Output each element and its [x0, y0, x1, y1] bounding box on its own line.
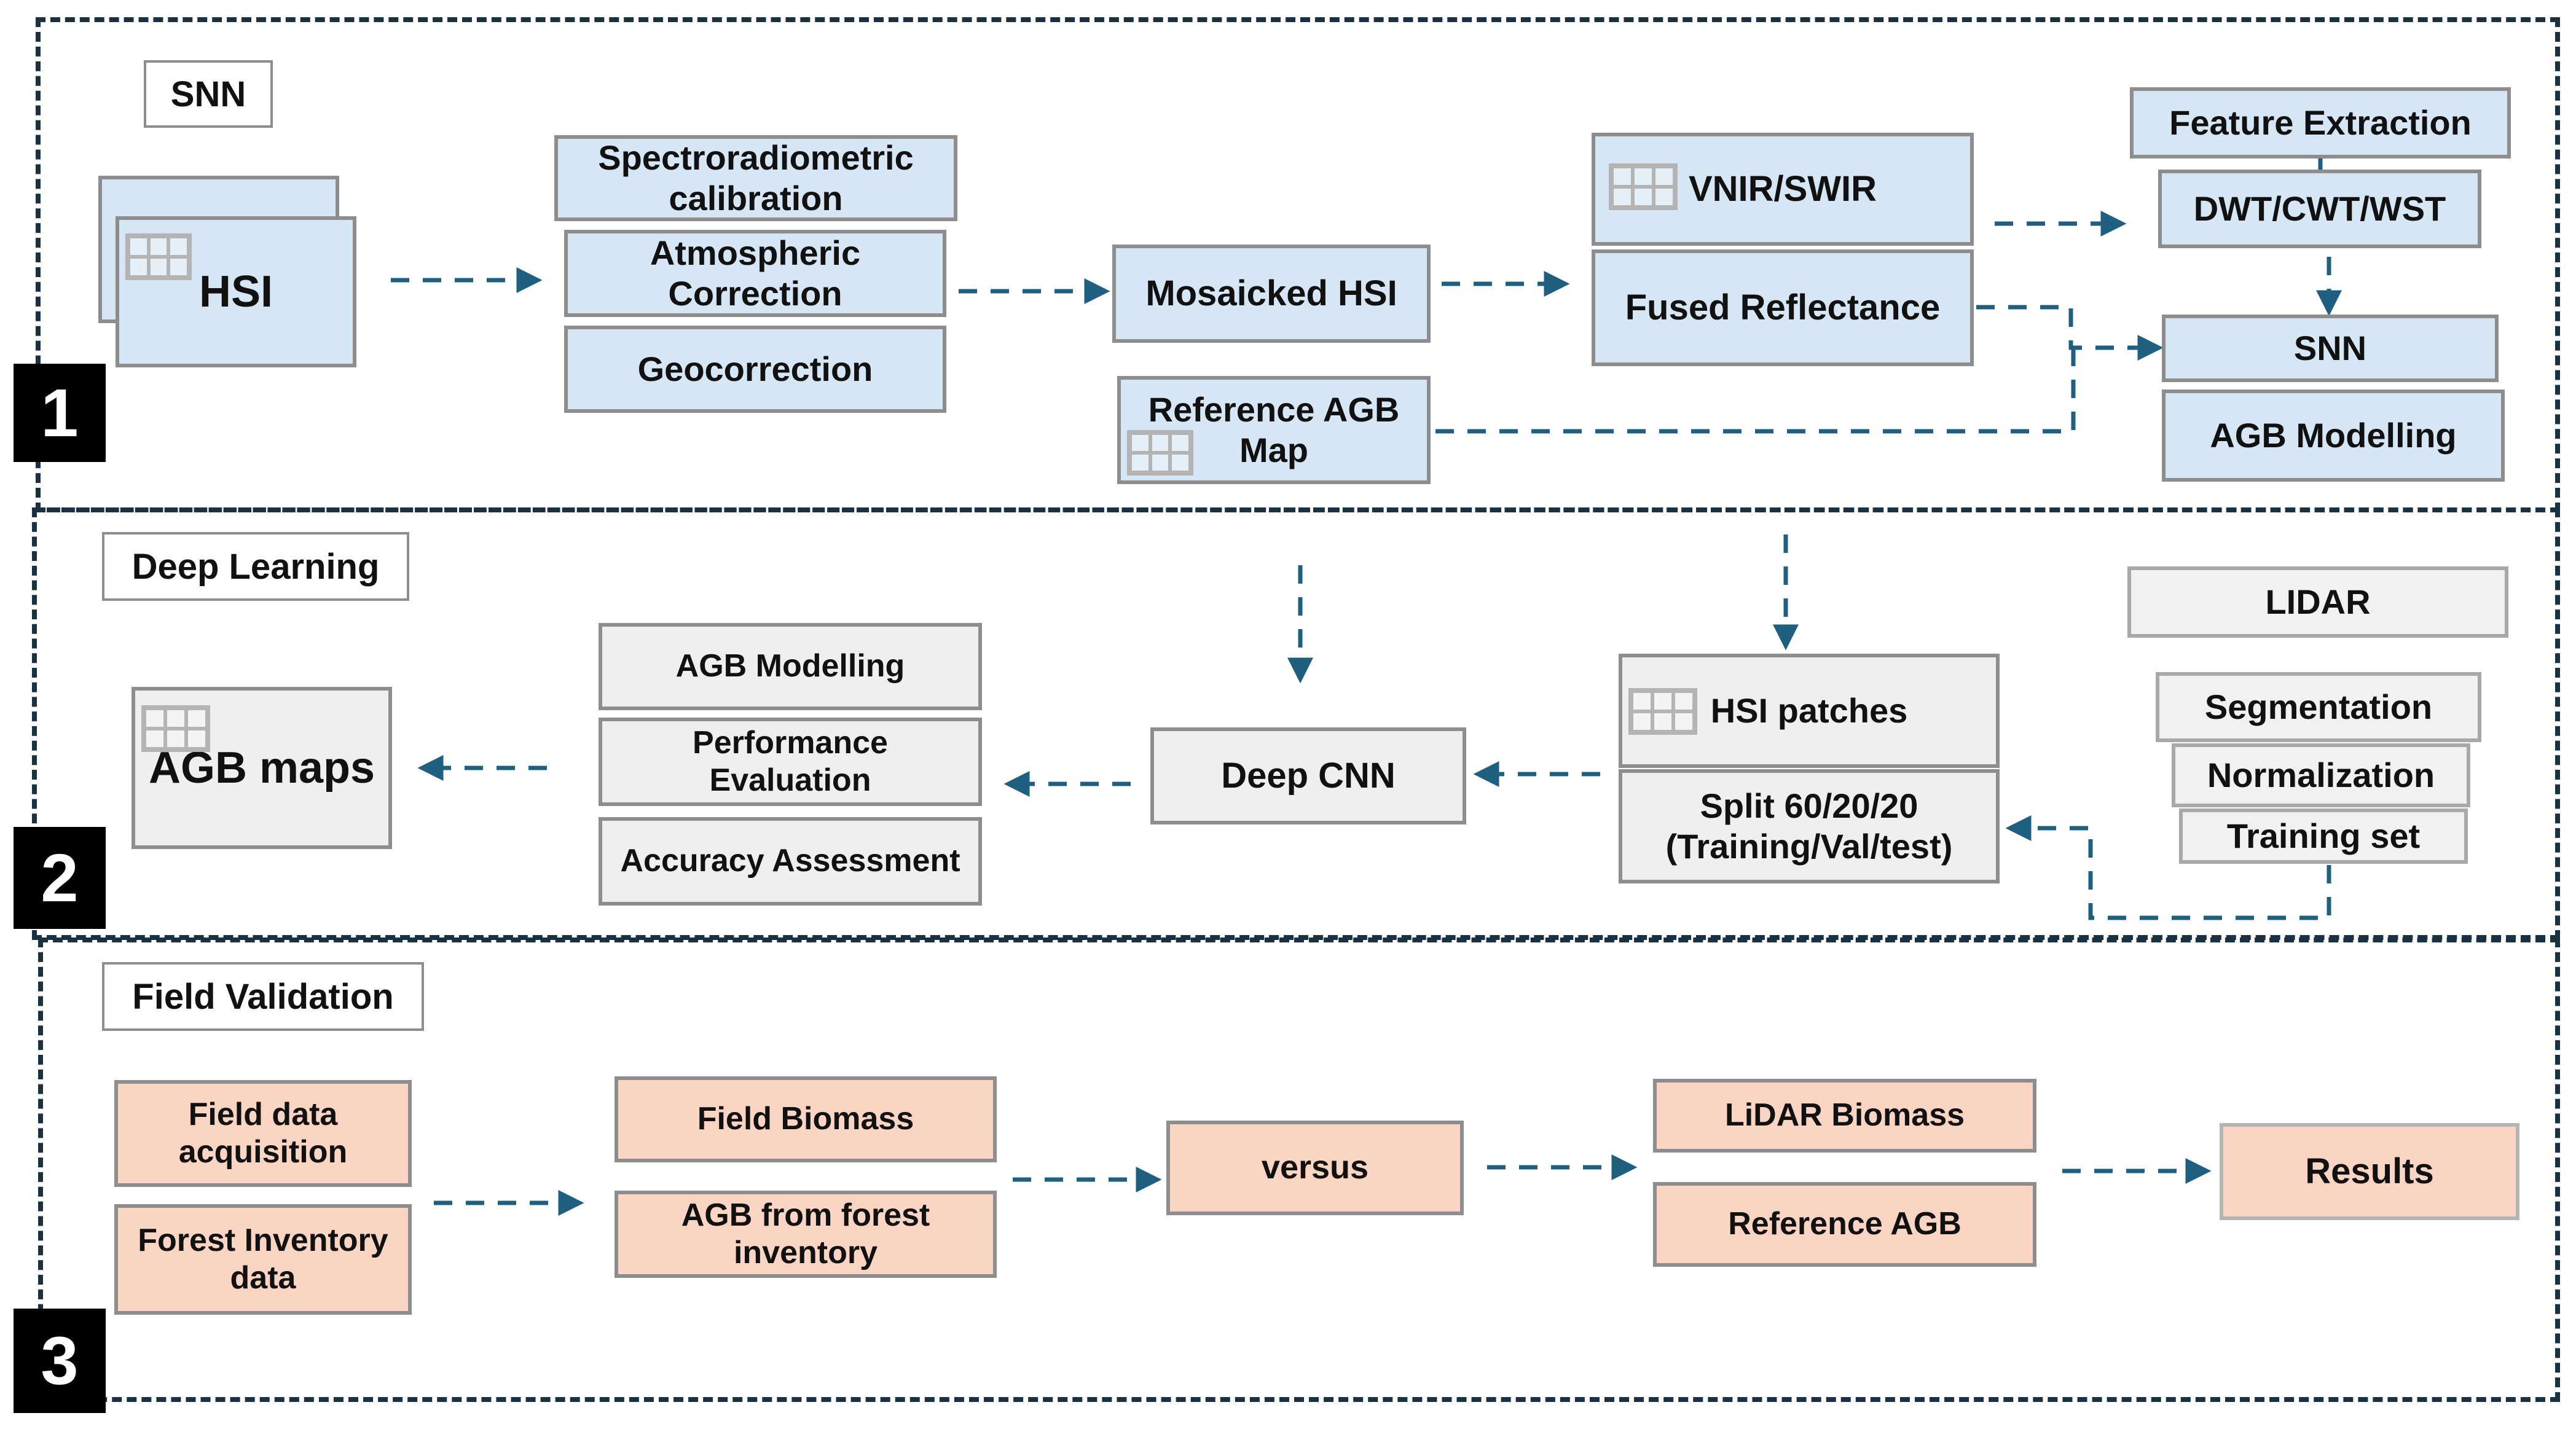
feature-extraction-node: Feature Extraction: [2130, 87, 2511, 159]
grid-icon: [1127, 430, 1193, 476]
arrow-training-to-split: [2005, 815, 2331, 920]
lidar-node: LIDAR: [2127, 566, 2508, 638]
snn-node: SNN: [2162, 315, 2499, 382]
geocorrection-node: Geocorrection: [564, 326, 946, 413]
segmentation-node: Segmentation: [2156, 672, 2481, 742]
grid-icon: [125, 233, 192, 280]
field-biomass-node: Field Biomass: [615, 1076, 997, 1162]
deep-cnn-node: Deep CNN: [1150, 727, 1466, 824]
fused-reflectance-node: Fused Reflectance: [1592, 249, 1974, 366]
versus-node: versus: [1166, 1121, 1464, 1215]
grid-icon: [1628, 688, 1697, 735]
section-3-title: Field Validation: [102, 962, 424, 1031]
section-1-number: 1: [14, 364, 106, 462]
mosaicked-hsi-node: Mosaicked HSI: [1112, 245, 1431, 343]
section-2-number: 2: [14, 827, 106, 929]
field-data-acquisition-node: Field data acquisition: [114, 1080, 412, 1187]
section-1-title: SNN: [144, 60, 273, 128]
section-3-number: 3: [14, 1309, 106, 1413]
spectroradiometric-calibration-node: Spectroradiometric calibration: [554, 135, 957, 221]
arrow-fused-to-snn: [1976, 305, 2164, 361]
reference-agb-node: Reference AGB: [1653, 1182, 2036, 1267]
accuracy-assessment-node: Accuracy Assessment: [599, 817, 982, 906]
grid-icon: [141, 705, 210, 752]
section-2-title: Deep Learning: [102, 532, 409, 601]
atmospheric-correction-node: Atmospheric Correction: [564, 230, 946, 317]
forest-inventory-data-node: Forest Inventory data: [114, 1204, 412, 1315]
section-3-panel: [38, 938, 2560, 1402]
grid-icon: [1609, 163, 1678, 210]
performance-evaluation-node: Performance Evaluation: [599, 718, 982, 806]
results-node: Results: [2220, 1123, 2519, 1220]
lidar-biomass-node: LiDAR Biomass: [1653, 1079, 2036, 1153]
split-training-val-test-node: Split 60/20/20 (Training/Val/test): [1619, 769, 2000, 883]
agb-modelling-1-node: AGB Modelling: [2162, 390, 2505, 482]
agb-modelling-2-node: AGB Modelling: [599, 623, 982, 710]
agb-from-forest-inventory-node: AGB from forest inventory: [615, 1191, 997, 1278]
normalization-node: Normalization: [2172, 743, 2470, 807]
hsi-node: HSI: [116, 216, 356, 367]
dwt-cwt-wst-node: DWT/CWT/WST: [2158, 170, 2481, 248]
training-set-node: Training set: [2179, 808, 2468, 864]
